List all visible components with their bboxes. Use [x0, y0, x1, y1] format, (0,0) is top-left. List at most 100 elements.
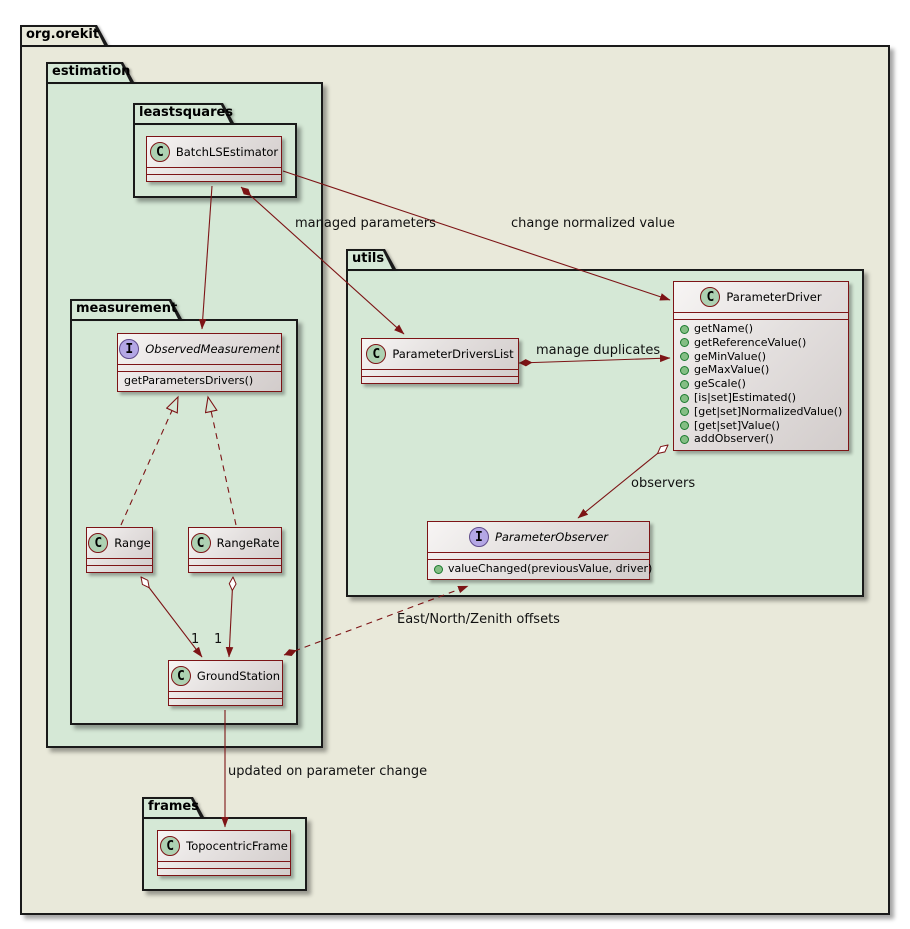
- class-spot-icon: C: [149, 142, 170, 162]
- method-label: getReferenceValue(): [694, 335, 807, 349]
- edge-label-manage-duplicates: manage duplicates: [536, 343, 661, 358]
- class-spot-icon: C: [170, 666, 191, 686]
- interface-spot-icon: I: [119, 339, 140, 359]
- method-row: getReferenceValue(): [680, 335, 842, 349]
- fields-compartment: [169, 691, 282, 699]
- package-tab-fill: [22, 27, 104, 45]
- method-row: geMaxValue(): [680, 364, 842, 376]
- class-name: TopocentricFrame: [186, 839, 288, 853]
- class-header: I ObservedMeasurement: [118, 334, 281, 364]
- package-leastsquares-tab: leastsquares: [133, 103, 234, 123]
- method-label: geMinValue(): [694, 349, 767, 363]
- package-estimation-tab: estimation: [46, 62, 134, 82]
- class-name: GroundStation: [196, 669, 281, 683]
- public-method-icon: [680, 435, 689, 445]
- class-header: C ParameterDriversList: [362, 339, 518, 369]
- methods-compartment: [87, 566, 152, 572]
- method-row: [is|set]Estimated(): [680, 390, 842, 404]
- edge-label-observers: observers: [631, 476, 696, 491]
- method-row: [get|set]Value(): [680, 418, 842, 432]
- public-method-icon: [680, 324, 689, 334]
- multiplicity-rangerate: 1: [214, 632, 223, 647]
- public-method-icon: [680, 407, 689, 417]
- method-label: getName(): [694, 322, 754, 335]
- package-estimation-label: estimation: [52, 64, 131, 79]
- fields-compartment: [674, 312, 848, 320]
- class-parameterdriverslist: C ParameterDriversList: [361, 338, 519, 384]
- method-label: valueChanged(previousValue, driver): [448, 562, 653, 575]
- methods-compartment: [189, 566, 281, 572]
- fields-compartment: [362, 369, 518, 377]
- public-method-icon: [680, 421, 689, 431]
- class-header: C GroundStation: [169, 661, 282, 691]
- fields-compartment: [118, 364, 281, 372]
- package-tab-fill: [48, 64, 130, 82]
- public-method-icon: [680, 352, 689, 362]
- methods-compartment: valueChanged(previousValue, driver): [428, 560, 652, 579]
- fields-compartment: [158, 861, 290, 869]
- package-utils-label: utils: [352, 251, 385, 266]
- fields-compartment: [147, 167, 281, 175]
- package-leastsquares-label: leastsquares: [139, 105, 234, 120]
- fields-compartment: [87, 558, 152, 566]
- method-label: [get|set]Value(): [694, 418, 780, 432]
- package-tab-fill: [144, 799, 200, 817]
- class-header: C BatchLSEstimator: [147, 137, 281, 167]
- class-batchlsestimator: C BatchLSEstimator: [146, 136, 282, 182]
- method-row: valueChanged(previousValue, driver): [434, 562, 652, 575]
- fields-compartment: [428, 552, 649, 560]
- class-header: C ParameterDriver: [674, 282, 848, 312]
- class-name: RangeRate: [216, 536, 280, 550]
- package-frames-tab: frames: [142, 797, 204, 817]
- class-spot-icon: C: [160, 836, 181, 856]
- methods-compartment: getName() getReferenceValue() geMinValue…: [674, 320, 848, 450]
- package-tab-fill: [72, 301, 178, 319]
- package-tab-fill: [135, 105, 230, 123]
- package-org-orekit-label: org.orekit: [26, 27, 100, 42]
- package-frames-label: frames: [148, 799, 199, 814]
- class-header: I ParameterObserver: [428, 522, 649, 552]
- methods-compartment: [362, 377, 518, 383]
- interface-observedmeasurement: I ObservedMeasurement getParametersDrive…: [117, 333, 282, 393]
- class-name: Range: [114, 536, 151, 550]
- methods-compartment: getParametersDrivers(): [118, 372, 281, 391]
- class-parameterdriver: C ParameterDriver getName() getReference…: [673, 281, 849, 451]
- public-method-icon: [434, 564, 443, 574]
- class-name: BatchLSEstimator: [175, 145, 279, 159]
- methods-compartment: [147, 175, 281, 181]
- edge-label-east-north-zenith-offsets: East/North/Zenith offsets: [397, 612, 560, 627]
- methods-compartment: [158, 869, 290, 875]
- method-label: [is|set]Estimated(): [694, 390, 797, 404]
- class-header: C Range: [87, 528, 152, 558]
- method-label: geMaxValue(): [694, 363, 770, 377]
- public-method-icon: [680, 393, 689, 403]
- method-row: [get|set]NormalizedValue(): [680, 405, 842, 418]
- class-rangerate: C RangeRate: [188, 527, 282, 573]
- method-label: getParametersDrivers(): [124, 374, 254, 387]
- class-groundstation: C GroundStation: [168, 660, 283, 706]
- class-spot-icon: C: [700, 287, 721, 307]
- class-name: ObservedMeasurement: [145, 342, 280, 356]
- method-label: addObserver(): [694, 432, 774, 446]
- class-spot-icon: C: [190, 533, 211, 553]
- method-row: geScale(): [680, 377, 842, 391]
- edge-label-change-normalized-value: change normalized value: [511, 216, 675, 231]
- interface-parameterobserver: I ParameterObserver valueChanged(previou…: [427, 521, 652, 581]
- package-measurement-label: measurement: [76, 301, 178, 316]
- method-row: addObserver(): [680, 433, 842, 445]
- class-header: C TopocentricFrame: [158, 831, 290, 861]
- edge-label-managed-parameters: managed parameters: [295, 216, 436, 231]
- package-measurement-tab: measurement: [70, 299, 182, 319]
- package-org-orekit-tab: org.orekit: [20, 25, 108, 45]
- method-row: getName(): [680, 322, 842, 335]
- public-method-icon: [680, 338, 689, 348]
- class-topocentricframe: C TopocentricFrame: [157, 830, 291, 876]
- method-label: geScale(): [694, 377, 746, 391]
- method-row: geMinValue(): [680, 349, 842, 363]
- package-utils-tab: utils: [346, 249, 396, 269]
- fields-compartment: [189, 558, 281, 566]
- public-method-icon: [680, 366, 689, 376]
- class-spot-icon: C: [366, 344, 387, 364]
- methods-compartment: [169, 699, 282, 705]
